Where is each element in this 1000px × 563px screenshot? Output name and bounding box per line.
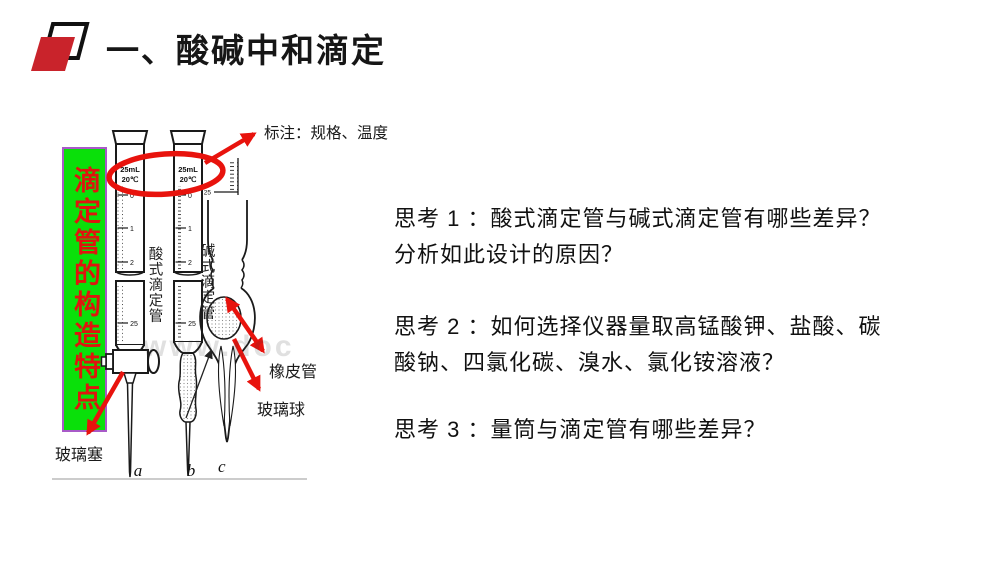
question-1: 思考 1 ：酸式滴定管与碱式滴定管有哪些差异？ 分析如此设计的原因？ — [394, 201, 954, 273]
tube-c-scale: 25 — [204, 190, 212, 197]
page-title: 一、酸碱中和滴定 — [106, 32, 386, 69]
question-2-line-2: 酸钠、四氯化碳、溴水、氯化铵溶液？ — [394, 350, 786, 375]
label-spec-temp: 标注：规格、温度 — [264, 125, 389, 142]
svg-text:25: 25 — [130, 321, 138, 328]
banner-burette-structure: 滴定管的构造特点 — [62, 147, 107, 432]
svg-text:1: 1 — [130, 226, 134, 233]
question-1-line-2: 分析如此设计的原因？ — [394, 242, 625, 267]
title-parallelogram-icon — [31, 22, 90, 71]
arrow-rubber-tube — [225, 296, 265, 354]
banner-text: 滴定管的构造特点 — [70, 165, 100, 414]
red-annotations — [86, 132, 265, 436]
arrow-to-spec-label — [203, 132, 257, 165]
burette-a-temp: 20℃ — [122, 175, 139, 184]
diagram-baseline — [52, 478, 307, 480]
question-2: 思考 2 ：如何选择仪器量取高锰酸钾、盐酸、碳 酸钠、四氯化碳、溴水、氯化铵溶液… — [394, 309, 954, 381]
question-1-line-1: 思考 1 ：酸式滴定管与碱式滴定管有哪些差异？ — [394, 206, 882, 231]
svg-text:2: 2 — [188, 260, 192, 267]
svg-text:0: 0 — [130, 193, 134, 200]
arrow-glass-ball — [231, 337, 262, 392]
watermark: www.doc — [143, 330, 295, 363]
question-3-line-1: 思考 3 ：量筒与滴定管有哪些差异？ — [394, 417, 767, 442]
question-3: 思考 3 ：量筒与滴定管有哪些差异？ — [394, 412, 954, 448]
svg-text:25: 25 — [188, 321, 196, 328]
question-2-line-1: 思考 2 ：如何选择仪器量取高锰酸钾、盐酸、碳 — [394, 314, 882, 339]
letter-a: a — [134, 461, 143, 480]
burette-a-name: 酸式滴定管 — [146, 246, 163, 324]
burette-b-drawing — [169, 130, 207, 477]
letter-b: b — [187, 461, 196, 480]
burette-diagram: 25mL 20℃ 0 1 2 25 a 25mL 20℃ — [86, 130, 265, 480]
burette-b-name: 碱式滴定管 — [198, 243, 215, 321]
label-rubber-tube: 橡皮管 — [269, 364, 318, 381]
label-glass-stopper: 玻璃塞 — [55, 447, 104, 464]
letter-c: c — [218, 457, 226, 476]
burette-b-temp: 20℃ — [180, 175, 197, 184]
svg-text:2: 2 — [130, 260, 134, 267]
burette-a-volume: 25mL — [120, 165, 140, 174]
svg-text:1: 1 — [188, 226, 192, 233]
enlargement-arrow — [185, 349, 213, 419]
arrow-to-glass-stopper — [86, 370, 125, 436]
highlight-ellipse — [106, 150, 226, 198]
svg-text:0: 0 — [188, 193, 192, 200]
label-glass-ball: 玻璃球 — [257, 402, 306, 419]
burette-b-volume: 25mL — [178, 165, 198, 174]
